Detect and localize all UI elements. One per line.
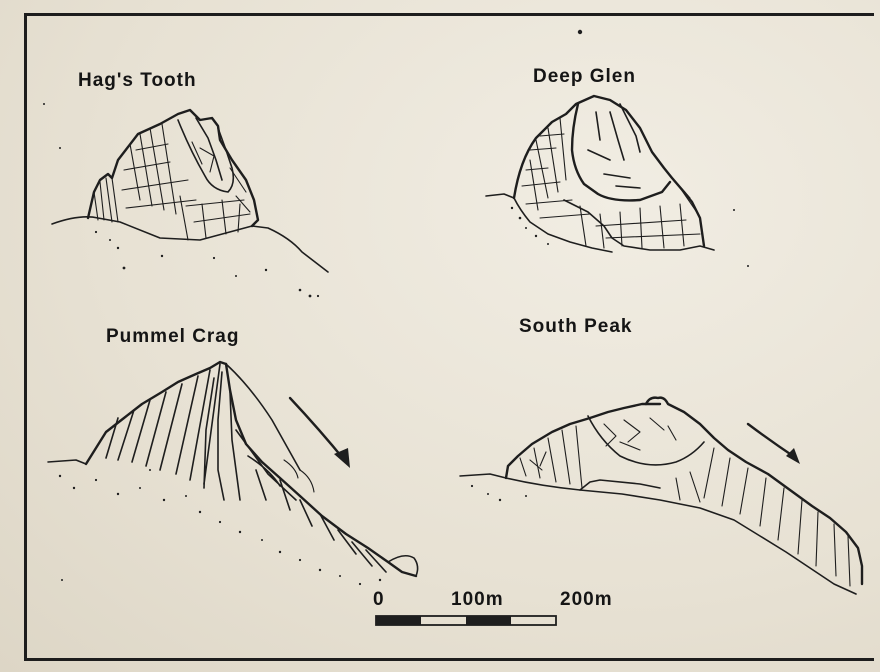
sketch-hags-tooth	[43, 103, 328, 297]
scale-label-100m: 100m	[451, 589, 504, 611]
sketch-south-peak	[460, 398, 862, 594]
scale-bar	[376, 616, 556, 625]
sketch-deep-glen	[486, 30, 749, 267]
scale-label-0: 0	[373, 589, 385, 611]
scale-label-200m: 200m	[560, 589, 613, 611]
sketch-pummel-crag	[48, 295, 418, 586]
